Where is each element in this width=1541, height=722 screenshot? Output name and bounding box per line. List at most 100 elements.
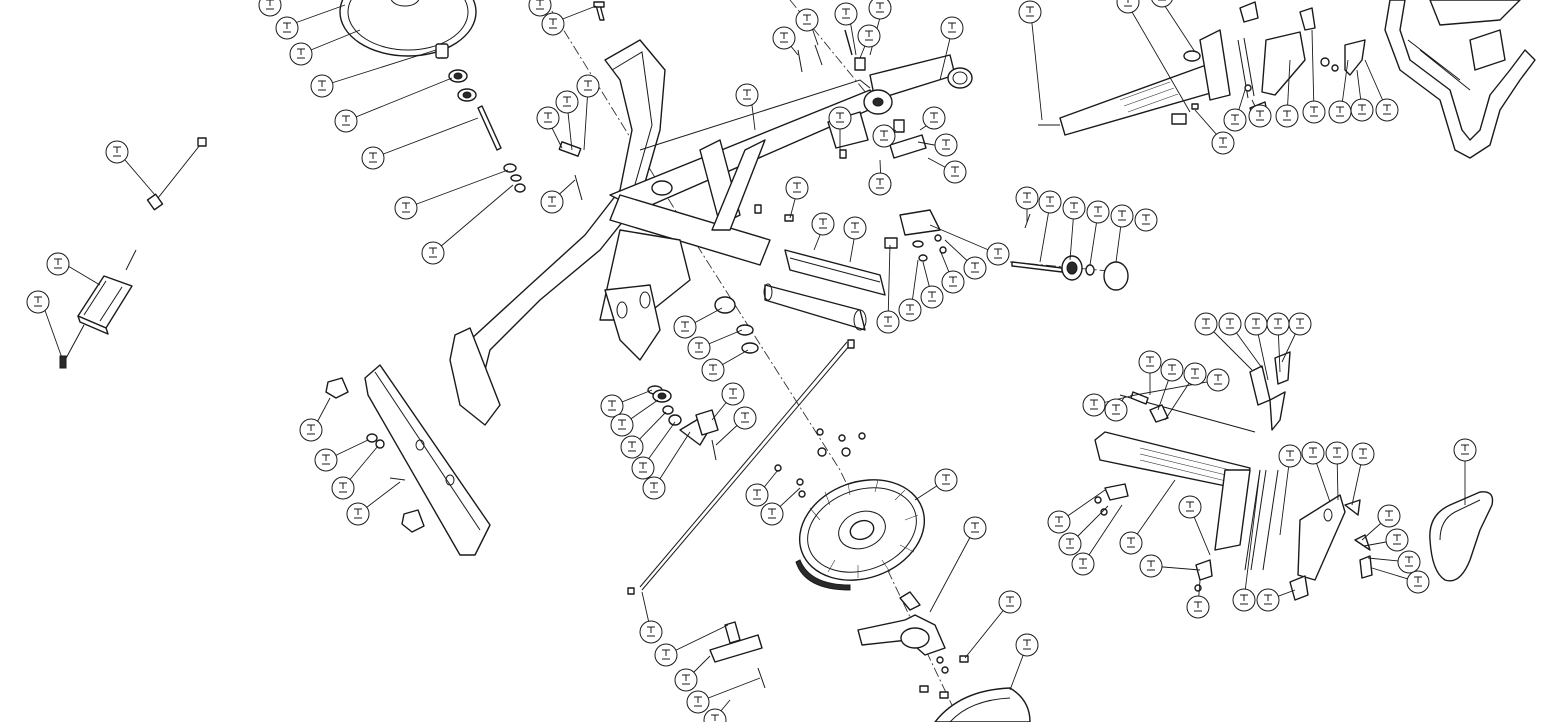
callout-glyph [34, 296, 42, 307]
callout-bubble [1110, 204, 1134, 228]
callout-bubble [275, 16, 299, 40]
callout-bubble [346, 502, 370, 526]
callout-bubble [934, 133, 958, 157]
callout-bubble [795, 8, 819, 32]
callout-glyph [842, 8, 850, 19]
callout-glyph [1168, 364, 1176, 375]
callout-bubble [1223, 108, 1247, 132]
callout-glyph [1006, 596, 1014, 607]
handlebar-post-tubes [763, 249, 886, 331]
saddle [1429, 491, 1494, 582]
callout-glyph [618, 419, 626, 430]
callout-bubble [920, 285, 944, 309]
callout-bubble [1302, 100, 1326, 124]
callout-bubble [876, 310, 900, 334]
callout-bubble [1301, 441, 1325, 465]
callout-glyph [1026, 6, 1034, 17]
callout-bubble [834, 2, 858, 26]
callout-glyph [283, 22, 291, 33]
callout-glyph [1226, 318, 1234, 329]
callout-glyph [1186, 501, 1194, 512]
callout-glyph [548, 196, 556, 207]
callout-bubble [1453, 438, 1477, 462]
callout-glyph [584, 80, 592, 91]
callout-glyph [429, 247, 437, 258]
callout-bubble [1116, 0, 1140, 14]
callout-bubble [258, 0, 282, 17]
callout-bubble [843, 216, 867, 240]
callout-glyph [942, 139, 950, 150]
callout-glyph [948, 22, 956, 33]
callout-glyph [928, 291, 936, 302]
callout-glyph [1079, 558, 1087, 569]
callout-bubble [642, 476, 666, 500]
callout-glyph [1393, 534, 1401, 545]
callout-glyph [297, 48, 305, 59]
callout-glyph [113, 146, 121, 157]
flywheel-bolts [774, 428, 866, 498]
callout-glyph [865, 30, 873, 41]
callout-glyph [628, 441, 636, 452]
callout-glyph [1296, 318, 1304, 329]
callout-bubble [610, 413, 634, 437]
callout-bubble [1350, 98, 1374, 122]
callout-glyph [1405, 556, 1413, 567]
callout-bubble [334, 109, 358, 133]
callout-bubble [536, 106, 560, 130]
callout-bubble [105, 140, 129, 164]
callout-glyph [819, 218, 827, 229]
callout-glyph [1023, 639, 1031, 650]
callout-glyph [647, 626, 655, 637]
callout-glyph [1219, 137, 1227, 148]
callout-glyph [266, 0, 274, 10]
callout-bubble [1082, 393, 1106, 417]
callout-glyph [836, 112, 844, 123]
flywheel-cover-bottom [934, 687, 1031, 722]
callout-glyph [1118, 210, 1126, 221]
callout-bubble [941, 270, 965, 294]
callout-glyph [1256, 110, 1264, 121]
callout-glyph [1055, 516, 1063, 527]
callout-bubble [1266, 312, 1290, 336]
callout-bubble [872, 124, 896, 148]
leader-lines [41, 0, 1466, 719]
callout-glyph [1283, 110, 1291, 121]
callout-bubble [1244, 312, 1268, 336]
callout-bubble [1015, 186, 1039, 210]
callout-glyph [780, 32, 788, 43]
callout-bubble [289, 42, 313, 66]
callout-bubble [1256, 588, 1280, 612]
callout-bubble [686, 690, 710, 714]
handlebar [1384, 0, 1536, 159]
callout-glyph [942, 474, 950, 485]
callout-bubble [745, 483, 769, 507]
crank-arm [709, 591, 969, 699]
callout-bubble [541, 12, 565, 36]
callout-glyph [951, 166, 959, 177]
callout-glyph [1146, 356, 1154, 367]
callout-glyph [1124, 0, 1132, 7]
callout-glyph [884, 316, 892, 327]
callout-glyph [322, 454, 330, 465]
callout-bubble [1375, 98, 1399, 122]
callout-bubble [1325, 441, 1349, 465]
callout-glyph [729, 388, 737, 399]
callout-bubble [576, 74, 600, 98]
callout-glyph [971, 522, 979, 533]
callout-glyph [544, 112, 552, 123]
callout-bubble [721, 382, 745, 406]
callout-bubble [963, 256, 987, 280]
callout-bubble [1385, 528, 1409, 552]
callout-bubble [701, 358, 725, 382]
callout-bubble [674, 668, 698, 692]
callout-glyph [1333, 447, 1341, 458]
callout-bubble [1328, 100, 1352, 124]
callout-glyph [662, 649, 670, 660]
callout-bubble [46, 252, 70, 276]
callout-bubble [1218, 312, 1242, 336]
callout-glyph [1090, 399, 1098, 410]
callout-bubble [1119, 531, 1143, 555]
callout-glyph [1094, 206, 1102, 217]
callout-bubble [394, 196, 418, 220]
callout-glyph [1336, 106, 1344, 117]
